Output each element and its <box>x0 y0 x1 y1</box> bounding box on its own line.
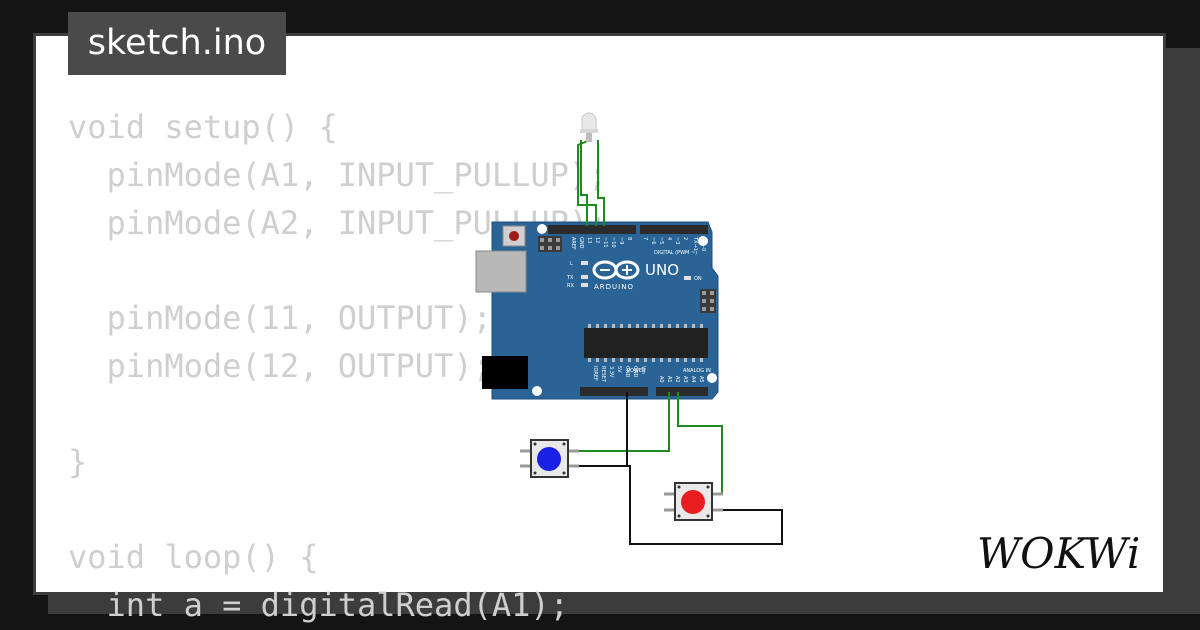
pin-label: ~6 <box>650 237 656 244</box>
wire-led-b <box>577 139 597 226</box>
pin-label: 3.3V <box>608 366 614 378</box>
pin-label: GND <box>624 366 630 378</box>
pin-label: 2 <box>682 237 688 240</box>
code-line: } <box>68 442 88 481</box>
pin-label: A4 <box>690 376 696 383</box>
pushbutton-blue[interactable] <box>520 439 579 478</box>
pin-label: A0 <box>658 376 664 383</box>
pin-label: ~5 <box>658 237 664 244</box>
pin-label: 7 <box>642 237 648 240</box>
pin-label: A2 <box>674 376 680 383</box>
code-line: void loop() { <box>68 538 319 577</box>
code-preview: void setup() { pinMode(A1, INPUT_PULLUP)… <box>68 104 607 630</box>
pin-label: 13 <box>586 237 592 243</box>
pushbutton-red[interactable] <box>664 482 723 521</box>
pin-label: A3 <box>682 376 688 383</box>
pin-label: IOREF <box>592 366 598 381</box>
pin-label: TX→1 <box>692 236 698 251</box>
button-cap-red-icon <box>681 490 705 514</box>
power-header <box>580 387 648 396</box>
board-model-label: UNO <box>645 261 679 279</box>
pin-label: 8 <box>626 237 632 240</box>
rx-label: RX <box>567 283 574 289</box>
button-cap-blue-icon <box>537 447 561 471</box>
code-line: pinMode(12, OUTPUT); <box>68 346 492 385</box>
pin-label: ~9 <box>618 237 624 244</box>
pin-label: ~10 <box>610 237 616 248</box>
digital-header-left <box>548 225 636 234</box>
wokwi-logo-icon: WOKWi <box>977 529 1140 578</box>
wire-button-blue-a1 <box>570 392 670 452</box>
tx-led <box>581 275 588 279</box>
pin-label: Vin <box>640 366 646 374</box>
pin-label: A1 <box>666 376 672 383</box>
pin-label: 12 <box>594 237 600 243</box>
arduino-uno-board[interactable]: UNO ARDUINO DIGITAL (PWM ~) ANALOG IN PO… <box>475 221 719 400</box>
board-brand-label: ARDUINO <box>594 283 634 291</box>
analog-header <box>656 387 708 396</box>
pin-label: ~11 <box>602 237 608 248</box>
atmega-chip <box>584 328 708 358</box>
sketch-title-tab[interactable]: sketch.ino <box>68 12 286 75</box>
wokwi-logo-text: WOKWi <box>977 529 1140 578</box>
wire-ground-red <box>627 465 783 545</box>
pin-label: AREF <box>570 237 576 250</box>
analog-label: ANALOG IN <box>683 368 711 374</box>
tx-label: TX <box>566 275 574 281</box>
l-label: L <box>570 261 573 267</box>
pin-label: A5 <box>698 376 704 383</box>
rx-led <box>581 283 588 287</box>
wire-ground-blue <box>570 392 628 467</box>
wire-led-a <box>580 140 588 226</box>
power-jack <box>482 356 528 389</box>
code-line: pinMode(A1, INPUT_PULLUP); <box>68 155 608 194</box>
pin-label: RESET <box>600 366 606 383</box>
pin-label: 5V <box>616 366 622 373</box>
pin-label: RX←0 <box>700 237 706 251</box>
power-label: POWER <box>627 368 646 374</box>
pin-label: ~3 <box>674 237 680 244</box>
pin-label: GND <box>632 366 638 378</box>
wire-button-red-a2 <box>677 392 723 495</box>
code-line: pinMode(11, OUTPUT); <box>68 299 492 338</box>
pin-label: GND <box>578 237 584 249</box>
usb-port <box>475 250 527 293</box>
on-label: ON <box>694 276 702 282</box>
led-bulb-icon <box>581 112 597 131</box>
reset-button[interactable] <box>509 231 519 241</box>
digital-header-right <box>640 225 708 234</box>
l-led <box>581 261 588 265</box>
code-line: int a = digitalRead(A1); <box>68 585 569 624</box>
led-component[interactable] <box>580 112 598 142</box>
digital-label: DIGITAL (PWM ~) <box>654 250 697 256</box>
wire-led-c <box>597 140 605 226</box>
arduino-logo-icon <box>592 260 640 280</box>
on-led <box>684 276 691 280</box>
code-line: void setup() { <box>68 108 338 146</box>
pin-label: 4 <box>666 237 672 240</box>
